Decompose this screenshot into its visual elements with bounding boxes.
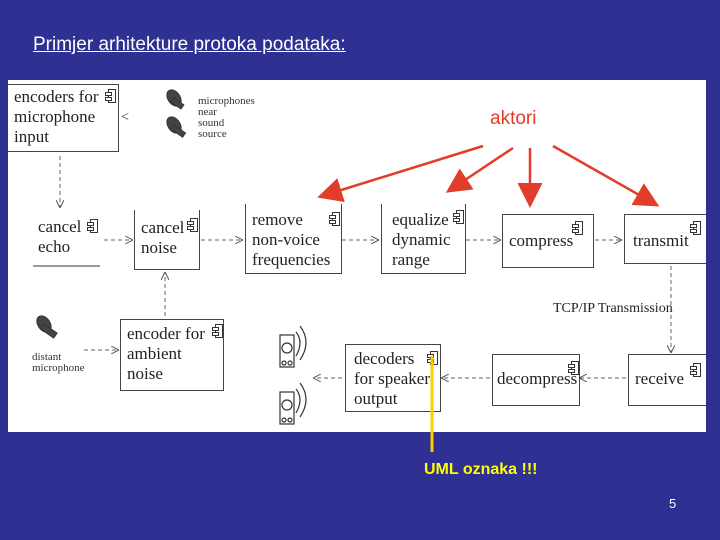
component-label: encoders for microphone input bbox=[14, 87, 99, 146]
component-icon bbox=[572, 221, 583, 235]
component-receive: receive bbox=[628, 354, 706, 406]
component-icon bbox=[87, 219, 98, 233]
uml-notation-callout: UML oznaka !!! bbox=[424, 461, 538, 478]
lt-sign: < bbox=[121, 110, 129, 125]
component-label: decompress bbox=[497, 369, 578, 388]
component-icon bbox=[105, 89, 116, 103]
diagram-connectors bbox=[33, 89, 706, 425]
actors-callout: aktori bbox=[490, 108, 537, 129]
slide-title: Primjer arhitekture protoka podataka: bbox=[33, 34, 346, 55]
component-label: transmit bbox=[633, 231, 689, 250]
distant-microphone-label: distant microphone bbox=[32, 351, 85, 374]
component-icon bbox=[568, 361, 579, 375]
page-number: 5 bbox=[669, 496, 677, 511]
component-label: remove non-voice frequencies bbox=[252, 210, 331, 269]
component-label: decoders for speaker output bbox=[354, 349, 430, 408]
component-label: equalize dynamic range bbox=[392, 210, 451, 269]
component-icon bbox=[690, 363, 701, 377]
architecture-diagram: encoders for microphone input < micropho… bbox=[8, 80, 706, 432]
microphones-label: microphones near sound source bbox=[198, 95, 255, 140]
component-label: encoder for ambient noise bbox=[127, 324, 205, 383]
component-transmit: transmit bbox=[624, 214, 706, 264]
component-icon bbox=[690, 221, 701, 235]
component-label: receive bbox=[635, 369, 685, 388]
component-decompress: decompress bbox=[492, 354, 580, 406]
component-icon bbox=[212, 324, 223, 338]
component-equalize: equalize dynamic range bbox=[381, 204, 466, 274]
component-icon bbox=[453, 210, 464, 224]
component-label: compress bbox=[509, 231, 574, 250]
tcpip-label: TCP/IP Transmission bbox=[553, 301, 673, 316]
actor-arrow-remove bbox=[317, 144, 484, 203]
component-icon bbox=[187, 218, 198, 232]
speakers-icon bbox=[279, 325, 307, 425]
actor-arrow-equalize bbox=[445, 146, 514, 193]
component-encoder-ambient: encoder for ambient noise bbox=[120, 319, 224, 391]
component-cancel-echo: cancel echo bbox=[34, 213, 102, 261]
component-compress: compress bbox=[502, 214, 594, 268]
component-cancel-noise: cancel noise bbox=[134, 210, 200, 270]
component-decoders-speaker: decoders for speaker output bbox=[345, 344, 441, 412]
component-remove-nonvoice: remove non-voice frequencies bbox=[245, 204, 342, 274]
component-label: cancel noise bbox=[141, 218, 185, 257]
component-encoders-microphone: encoders for microphone input bbox=[8, 84, 119, 152]
distant-microphone-icon bbox=[36, 315, 58, 339]
component-icon bbox=[329, 212, 340, 226]
microphones-near-source-icon bbox=[166, 89, 187, 138]
actor-arrow-transmit bbox=[552, 144, 660, 207]
component-label: cancel echo bbox=[38, 217, 82, 256]
